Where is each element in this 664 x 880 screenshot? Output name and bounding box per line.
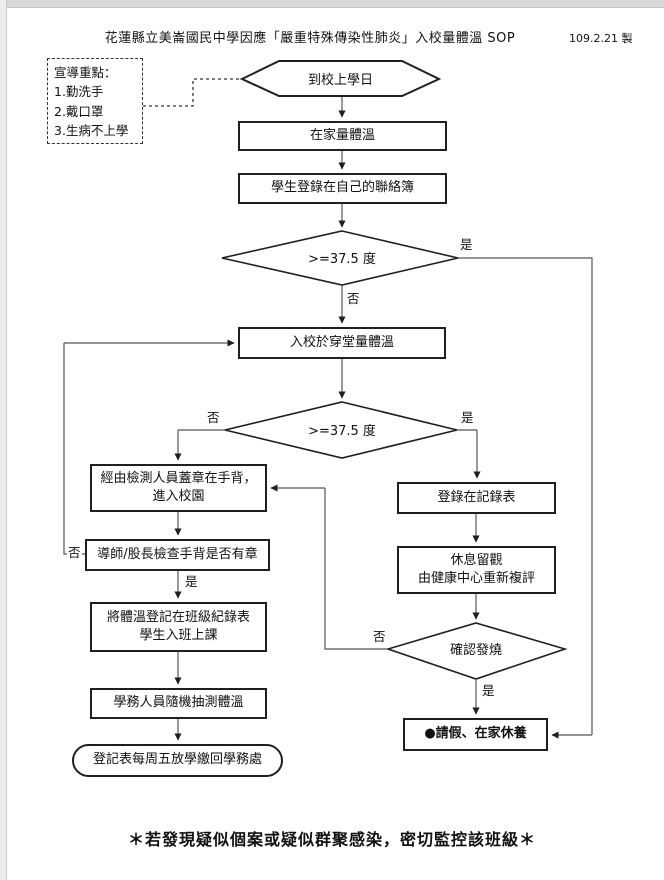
date-note: 109.2.21 製 — [569, 32, 633, 45]
node-rest-observe-line1: 休息留觀 — [450, 552, 503, 568]
start-hexagon-shape — [239, 60, 442, 97]
node-stamp-hand-line1: 經由檢測人員蓋章在手背， — [100, 470, 257, 486]
node-class-record-line2: 學生入班上課 — [139, 628, 218, 643]
node-check-temp2-label: >=37.5 度 — [308, 424, 376, 439]
node-confirm-fever-label: 確認發燒 — [449, 643, 502, 658]
footer-warning: ＊若發現疑似個案或疑似群聚感染，密切監控該班級＊ — [127, 830, 536, 849]
branch-no-label: 否 — [372, 629, 387, 644]
note-item: 1.勤洗手 — [54, 84, 104, 100]
node-class-record-line1: 將體溫登記在班級紀錄表 — [106, 609, 250, 625]
node-check-temp1-label: >=37.5 度 — [308, 252, 376, 267]
note-item: 2.戴口罩 — [54, 103, 104, 119]
branch-yes-label: 是 — [459, 237, 474, 252]
node-return-form: 登記表每周五放學繳回學務處 — [72, 744, 283, 777]
node-stamp-hand-line2: 進入校園 — [152, 489, 205, 504]
flow-arrows — [63, 97, 593, 741]
node-rest-observe: 休息留觀 由健康中心重新複評 — [397, 546, 556, 594]
node-record-table: 登錄在記錄表 — [397, 482, 556, 514]
note-item: 3.生病不上學 — [54, 123, 129, 139]
node-teacher-check: 導師/股長檢查手背是否有章 — [85, 539, 270, 571]
page-left-margin — [0, 0, 7, 880]
decision2-diamond-shape — [224, 401, 458, 459]
branch-no-label: 否 — [346, 291, 361, 306]
node-student-log: 學生登錄在自己的聯絡簿 — [238, 173, 447, 204]
node-random-check: 學務人員隨機抽測體溫 — [90, 688, 267, 719]
branch-yes-label: 是 — [481, 683, 496, 698]
branch-yes-label: 是 — [184, 574, 199, 589]
node-leave-home: ●請假、在家休養 — [403, 718, 548, 751]
guidance-note-box: 宣導重點： 1.勤洗手 2.戴口罩 3.生病不上學 — [47, 58, 143, 144]
page-top-border — [0, 0, 664, 8]
page-title: 花蓮縣立美崙國民中學因應「嚴重特殊傳染性肺炎」入校量體溫 SOP — [104, 31, 516, 46]
node-class-record: 將體溫登記在班級紀錄表 學生入班上課 — [90, 602, 267, 652]
node-school-measure: 入校於穿堂量體溫 — [238, 327, 446, 359]
node-stamp-hand: 經由檢測人員蓋章在手背， 進入校園 — [90, 464, 267, 512]
note-heading: 宣導重點： — [54, 65, 117, 80]
node-rest-observe-line2: 由健康中心重新複評 — [417, 571, 535, 586]
node-home-measure: 在家量體溫 — [238, 121, 447, 151]
branch-yes-label: 是 — [460, 410, 475, 425]
branch-no-label: 否 — [206, 410, 221, 425]
note-connector-line — [143, 78, 240, 107]
node-start-label: 到校上學日 — [307, 73, 373, 88]
branch-no-label: 否 — [67, 545, 82, 560]
